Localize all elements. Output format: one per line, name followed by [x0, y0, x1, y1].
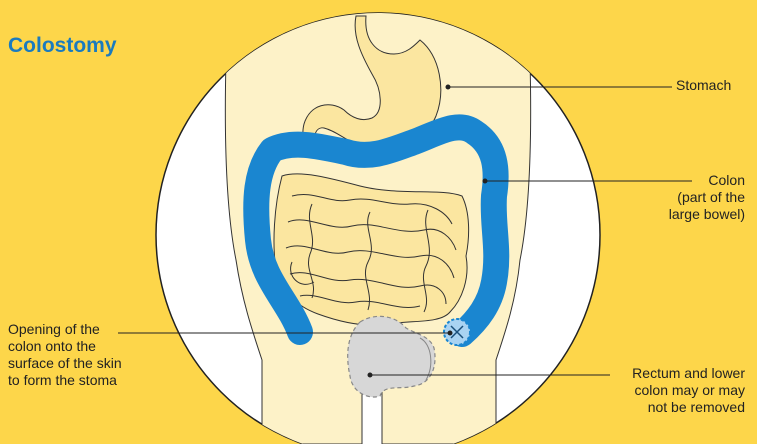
label-rectum-line: not be removed	[632, 399, 745, 416]
colon-leader-dot	[483, 179, 487, 183]
label-colon: Colon (part of the large bowel)	[669, 172, 745, 223]
label-stoma-line: surface of the skin	[8, 355, 122, 372]
label-stoma: Opening of the colon onto the surface of…	[8, 321, 122, 389]
small-intestine	[274, 174, 469, 325]
stomach-leader-dot	[446, 85, 450, 89]
rectum-leader-dot	[368, 373, 372, 377]
label-stoma-line: colon onto the	[8, 338, 122, 355]
label-colon-line: (part of the	[669, 189, 745, 206]
label-colon-line: large bowel)	[669, 206, 745, 223]
label-stomach: Stomach	[676, 77, 731, 94]
label-stomach-line: Stomach	[676, 77, 731, 94]
stoma-leader-dot	[448, 331, 452, 335]
label-colon-line: Colon	[669, 172, 745, 189]
label-rectum: Rectum and lower colon may or may not be…	[632, 365, 745, 416]
label-rectum-line: colon may or may	[632, 382, 745, 399]
label-stoma-line: Opening of the	[8, 321, 122, 338]
label-stoma-line: to form the stoma	[8, 372, 122, 389]
label-rectum-line: Rectum and lower	[632, 365, 745, 382]
